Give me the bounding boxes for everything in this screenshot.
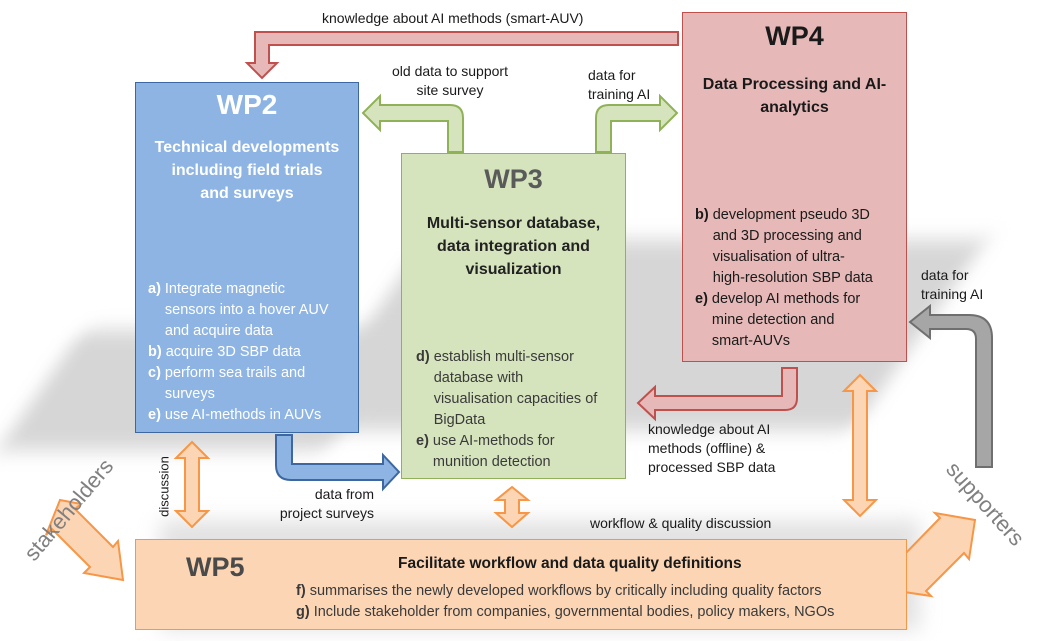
label-line: data for [921, 267, 969, 283]
label-old-data: old data to support site survey [392, 62, 508, 100]
arrow-discussion [173, 440, 211, 529]
wp4-subtitle-line: analytics [760, 99, 829, 116]
label-line: data for [588, 67, 636, 83]
wp4-subtitle-line: Data Processing and AI- [702, 76, 887, 93]
wp2-subtitle-line: and surveys [200, 185, 294, 202]
wp4-item-key: b) [695, 207, 709, 223]
wp3-item: e) use AI-methods for munition detection [416, 431, 626, 473]
wp4-item-line: smart-AUVs [711, 333, 791, 349]
label-knowledge-offline: knowledge about AI methods (offline) & pro… [648, 420, 775, 477]
label-line: processed SBP data [648, 459, 776, 475]
label-line: old data to support [392, 63, 508, 79]
wp3-item: d) establish multi-sensor database with vi… [416, 347, 626, 431]
wp4-item: b) development pseudo 3D and 3D processin… [695, 205, 907, 289]
wp2-box: WP2 Technical developments including fie… [135, 82, 359, 433]
label-data-training-right: data for training AI [921, 266, 983, 304]
label-line: project surveys [279, 505, 374, 521]
wp2-item: b) acquire 3D SBP data [148, 342, 358, 363]
wp2-items: a) Integrate magnetic sensors into a hove… [148, 279, 358, 426]
wp3-box: WP3 Multi-sensor database, data integrat… [401, 153, 626, 479]
wp4-item-key: e) [695, 291, 708, 307]
label-workflow-quality: workflow & quality discussion [590, 515, 772, 531]
wp2-item-key: a) [148, 281, 161, 297]
wp3-item-line: visualisation capacities of [433, 391, 598, 407]
wp4-item-line: and 3D processing and [712, 228, 862, 244]
wp3-item-line: munition detection [432, 454, 551, 470]
wp3-title: WP3 [484, 164, 543, 194]
wp2-title: WP2 [216, 89, 278, 120]
label-data-from-project: data from project surveys [270, 485, 374, 523]
wp2-item-line: perform sea trails and [164, 365, 306, 381]
label-line: methods (offline) & [648, 440, 766, 456]
arrow-data-training-top [595, 93, 679, 153]
wp3-item-line: BigData [433, 412, 486, 428]
arrow-stakeholders [45, 498, 125, 582]
wp4-items: b) development pseudo 3D and 3D processin… [695, 205, 907, 352]
wp3-item-line: use AI-methods for [432, 433, 555, 449]
wp5-items: f) summarises the newly developed workfl… [296, 581, 834, 623]
label-line: training AI [921, 286, 984, 302]
arrow-data-training-right [908, 303, 993, 468]
wp5-item-key: g) [296, 604, 310, 620]
wp5-item: g) Include stakeholder from companies, g… [296, 602, 834, 623]
wp4-item-line: mine detection and [711, 312, 835, 328]
arrow-wp3-wp5 [493, 485, 531, 529]
wp2-item: e) use AI-methods in AUVs [148, 405, 358, 426]
label-line: training AI [588, 86, 651, 102]
wp4-item-line: visualisation of ultra- [712, 249, 845, 265]
wp2-item: a) Integrate magnetic sensors into a hove… [148, 279, 358, 342]
label-line: site survey [416, 82, 484, 98]
wp4-title: WP4 [765, 21, 824, 51]
arrow-workflow-quality [841, 373, 879, 518]
wp3-subtitle-line: data integration and [437, 238, 590, 255]
label-knowledge-smart-auv: knowledge about AI methods (smart-AUV) [322, 10, 584, 26]
label-discussion: discussion [156, 456, 172, 517]
wp3-subtitle: Multi-sensor database, data integration … [402, 212, 625, 281]
label-data-training-top: data for training AI [588, 66, 650, 104]
wp2-item-key: b) [148, 344, 162, 360]
wp2-item-key: e) [148, 407, 161, 423]
wp4-subtitle: Data Processing and AI- analytics [683, 73, 906, 119]
wp5-title: WP5 [186, 552, 245, 582]
wp2-item-key: c) [148, 365, 161, 381]
wp5-item-text: Include stakeholder from companies, gove… [313, 604, 835, 620]
wp2-subtitle: Technical developments including field t… [136, 136, 358, 205]
wp5-item: f) summarises the newly developed workfl… [296, 581, 834, 602]
wp3-item-line: establish multi-sensor [433, 349, 574, 365]
wp5-box: WP5 Facilitate workflow and data quality… [135, 539, 907, 630]
wp3-item-key: e) [416, 433, 429, 449]
wp2-subtitle-line: Technical developments [154, 139, 340, 156]
wp2-item: c) perform sea trails and surveys [148, 363, 358, 405]
arrow-old-data [361, 93, 464, 153]
wp4-item-line: develop AI methods for [711, 291, 861, 307]
wp3-item-key: d) [416, 349, 430, 365]
wp3-subtitle-line: visualization [465, 261, 562, 278]
wp4-item: e) develop AI methods for mine detection … [695, 289, 907, 352]
wp2-item-line: acquire 3D SBP data [165, 344, 301, 360]
arrow-knowledge-smart-auv [244, 31, 679, 80]
wp3-subtitle-line: Multi-sensor database, [426, 215, 601, 232]
wp5-item-key: f) [296, 583, 306, 599]
arrow-data-from-project [275, 434, 401, 492]
wp3-item-line: database with [433, 370, 524, 386]
wp2-subtitle-line: including field trials [171, 162, 323, 179]
label-line: data from [314, 486, 374, 502]
label-line: knowledge about AI [648, 421, 771, 437]
wp2-item-line: and acquire data [164, 323, 273, 339]
wp2-item-line: Integrate magnetic [164, 281, 286, 297]
wp4-item-line: high-resolution SBP data [712, 270, 873, 286]
wp2-item-line: surveys [164, 386, 215, 402]
arrow-knowledge-offline [636, 367, 798, 422]
wp2-item-line: use AI-methods in AUVs [164, 407, 322, 423]
wp3-items: d) establish multi-sensor database with vi… [416, 347, 626, 473]
wp4-item-line: development pseudo 3D [712, 207, 870, 223]
wp4-box: WP4 Data Processing and AI- analytics b)… [682, 12, 907, 362]
wp2-item-line: sensors into a hover AUV [164, 302, 329, 318]
wp5-item-text: summarises the newly developed workflows… [309, 583, 822, 599]
wp5-subtitle: Facilitate workflow and data quality def… [398, 555, 742, 572]
